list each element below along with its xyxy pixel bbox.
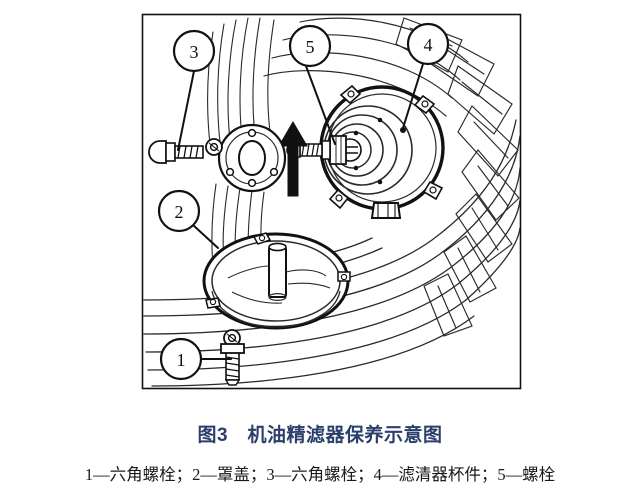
callout-leader-lines — [177, 63, 424, 360]
washer-3 — [205, 138, 223, 156]
leader-endpoint-dots — [400, 127, 406, 133]
diagram-frame — [141, 13, 522, 390]
figure-title: 图3 机油精滤器保养示意图 — [197, 425, 443, 446]
hex-bolt-3 — [148, 140, 204, 164]
assembly-direction-arrow — [278, 121, 308, 197]
callout-label-2: 2 — [175, 202, 184, 222]
callout-3: 3 — [172, 29, 216, 73]
bowl-cover — [202, 232, 351, 330]
callout-label-4: 4 — [424, 35, 433, 55]
callout-label-3: 3 — [190, 42, 199, 62]
leader-line-4 — [402, 63, 424, 129]
washer-1 — [223, 329, 241, 347]
callout-4: 4 — [406, 22, 450, 66]
callout-label-5: 5 — [306, 37, 315, 57]
callout-label-1: 1 — [177, 350, 186, 370]
leader-line-5 — [305, 65, 336, 145]
callout-2: 2 — [157, 189, 201, 233]
leader-line-2 — [192, 224, 219, 249]
callout-5: 5 — [288, 24, 332, 68]
figure-legend: 1—六角螺栓；2—罩盖；3—六角螺栓；4—滤清器杯件；5—螺栓 — [84, 465, 556, 484]
callout-1: 1 — [159, 337, 203, 381]
flange-gasket — [217, 123, 287, 193]
leader-line-3 — [177, 70, 195, 151]
